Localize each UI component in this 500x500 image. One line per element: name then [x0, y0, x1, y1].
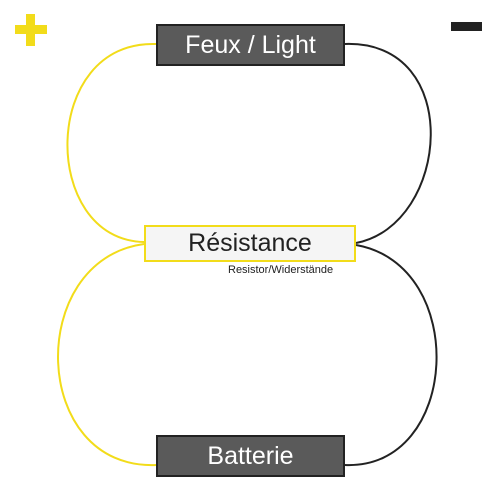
battery-label: Batterie [207, 441, 294, 470]
resistor-sublabel: Resistor/Widerstände [228, 264, 334, 276]
negative-wire-upper [344, 42, 432, 244]
positive-wire-lower [57, 243, 157, 467]
battery-box: Batterie [156, 435, 345, 477]
resistor-box: Résistance [144, 225, 356, 262]
lights-label: Feux / Light [185, 30, 316, 59]
positive-wire-upper [66, 42, 157, 243]
plus-icon [15, 14, 47, 46]
minus-icon [451, 22, 482, 31]
lights-box: Feux / Light [156, 24, 345, 66]
negative-wire-lower [344, 244, 438, 467]
resistor-label: Résistance [188, 229, 312, 257]
